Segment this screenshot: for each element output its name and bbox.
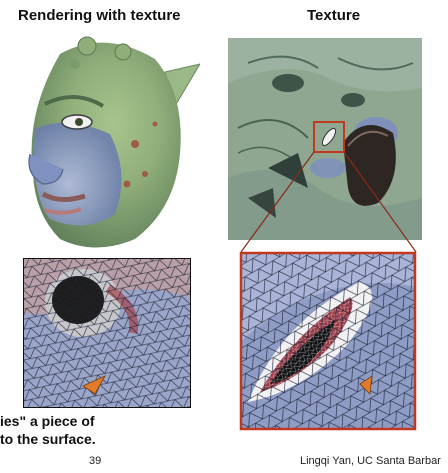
rendered-mesh-closeup: [23, 258, 191, 408]
textured-head-render: [28, 36, 200, 248]
texture-mesh-closeup: [240, 252, 416, 430]
page-number: 39: [89, 455, 102, 467]
caption-line-2: to the surface.: [0, 431, 96, 447]
texture-heading: Texture: [307, 7, 361, 24]
rendering-heading: Rendering with texture: [18, 7, 181, 24]
caption-line-1: ies" a piece of: [0, 413, 95, 429]
author-credit: Lingqi Yan, UC Santa Barbar: [300, 455, 441, 467]
texture-atlas: [228, 38, 422, 240]
